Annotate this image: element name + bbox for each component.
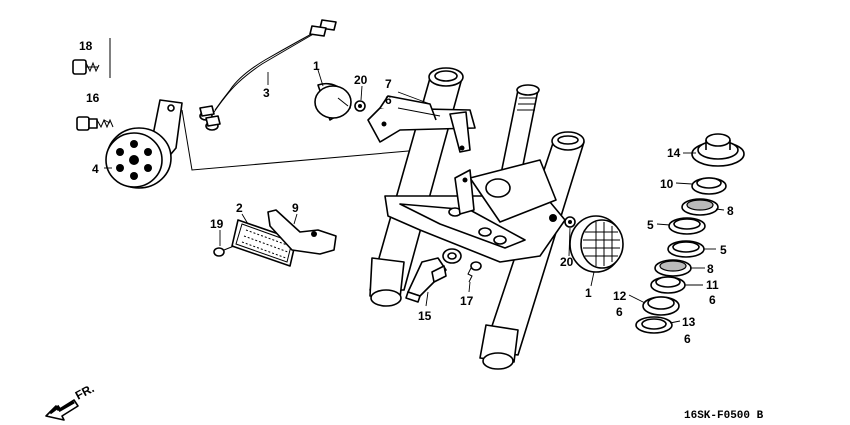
bolt-18 (72, 59, 100, 75)
label-13: 13 (682, 315, 696, 329)
ball-race-5a (668, 217, 706, 235)
wire-harness-3 (199, 19, 337, 131)
horn-4 (105, 99, 183, 189)
label-20a: 20 (354, 73, 368, 87)
label-1a: 1 (313, 59, 320, 73)
cable-guide-15 (405, 248, 462, 303)
label-18: 18 (79, 39, 93, 53)
part-labels: 18 16 4 3 1 20 7 6 2 9 19 15 17 20 1 14 … (79, 39, 734, 346)
label-19: 19 (210, 217, 224, 231)
bolt-16 (76, 116, 114, 131)
label-12: 12 (613, 289, 627, 303)
winker-lens-1b (569, 215, 624, 273)
label-15: 15 (418, 309, 432, 323)
screw-17 (467, 261, 482, 283)
label-6b: 6 (709, 293, 716, 307)
label-4: 4 (92, 162, 99, 176)
label-8b: 8 (707, 262, 714, 276)
label-6a: 6 (385, 93, 392, 107)
washer-20b (564, 216, 576, 228)
horn-mount-line (181, 109, 421, 171)
ball-race-5b (667, 240, 705, 258)
label-3: 3 (263, 86, 270, 100)
washer-20a (354, 100, 366, 112)
diagram-code: 16SK-F0500 B (684, 410, 764, 422)
label-5b: 5 (720, 243, 727, 257)
front-arrow-icon: FR. (45, 381, 97, 421)
steel-balls-8b (654, 259, 692, 277)
reflector-bracket-9 (267, 209, 337, 255)
label-5a: 5 (647, 218, 654, 232)
label-8a: 8 (727, 204, 734, 218)
label-10: 10 (660, 177, 674, 191)
label-1b: 1 (585, 286, 592, 300)
dust-seal-12 (642, 296, 680, 316)
label-2: 2 (236, 201, 243, 215)
label-16: 16 (86, 91, 100, 105)
screw-19 (213, 245, 235, 257)
label-20b: 20 (560, 255, 574, 269)
cone-race-10 (691, 177, 727, 195)
label-14: 14 (667, 146, 681, 160)
winker-lens-1a (314, 82, 352, 121)
label-11: 11 (706, 278, 719, 292)
lock-nut-14 (691, 133, 745, 167)
label-17: 17 (460, 294, 474, 308)
headlight-bracket (454, 159, 557, 223)
cone-race-11 (650, 276, 686, 294)
leader-lines (103, 69, 725, 324)
label-6c: 6 (616, 305, 623, 319)
label-9: 9 (292, 201, 299, 215)
label-6d: 6 (684, 332, 691, 346)
steel-balls-8a (681, 198, 719, 216)
front-marker-text: FR. (73, 381, 97, 402)
label-7: 7 (385, 77, 392, 91)
winker-stay-7 (367, 95, 476, 153)
washer-13 (635, 316, 673, 334)
fork-tube-left (369, 67, 464, 307)
